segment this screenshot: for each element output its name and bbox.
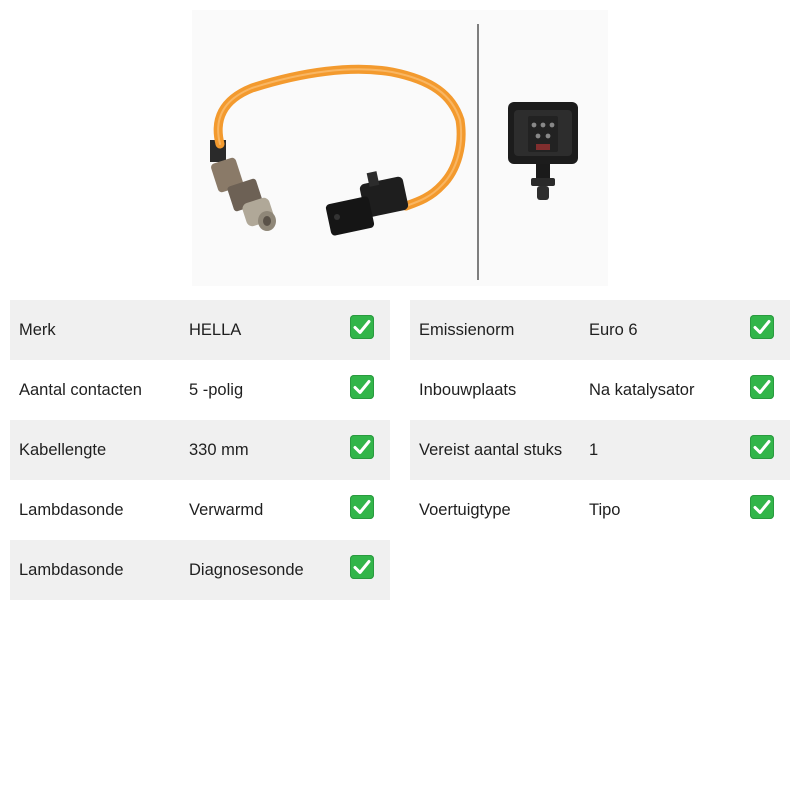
spec-row: Kabellengte 330 mm bbox=[10, 420, 390, 480]
spec-row: Aantal contacten 5 -polig bbox=[10, 360, 390, 420]
spec-label: Inbouwplaats bbox=[419, 381, 517, 399]
spec-label: Lambdasonde bbox=[19, 561, 124, 579]
check-mark-icon bbox=[350, 315, 374, 339]
spec-label: Aantal contacten bbox=[19, 381, 142, 399]
check-mark-icon bbox=[350, 555, 374, 579]
spec-value: 5 -polig bbox=[189, 381, 244, 399]
spec-value: Euro 6 bbox=[589, 321, 638, 339]
spec-row: Emissienorm Euro 6 bbox=[410, 300, 790, 360]
check-mark-icon bbox=[350, 375, 374, 399]
sensor-probe bbox=[210, 140, 276, 231]
spec-value: 1 bbox=[589, 441, 599, 459]
spec-label: Vereist aantal stuks bbox=[419, 441, 563, 459]
spec-value: HELLA bbox=[189, 321, 242, 339]
spec-row: Vereist aantal stuks 1 bbox=[410, 420, 790, 480]
check-mark-icon bbox=[350, 495, 374, 519]
spec-value: Na katalysator bbox=[589, 381, 695, 399]
spec-row: Lambdasonde Verwarmd bbox=[10, 480, 390, 540]
check-mark-icon bbox=[350, 435, 374, 459]
product-image bbox=[192, 10, 608, 286]
spec-label: Merk bbox=[19, 321, 56, 339]
cable-connector bbox=[325, 171, 409, 236]
spec-row: Lambdasonde Diagnosesonde bbox=[10, 540, 390, 600]
spec-value: Tipo bbox=[589, 501, 621, 519]
spec-table-left: Merk HELLA Aantal contacten 5 -polig Kab… bbox=[10, 300, 390, 600]
spec-row: Inbouwplaats Na katalysator bbox=[410, 360, 790, 420]
check-mark-icon bbox=[750, 375, 774, 399]
check-mark-icon bbox=[750, 495, 774, 519]
spec-value: Verwarmd bbox=[189, 501, 264, 519]
connector-front-view bbox=[508, 102, 578, 200]
spec-label: Emissienorm bbox=[419, 321, 515, 339]
spec-table-right: Emissienorm Euro 6 Inbouwplaats Na katal… bbox=[410, 300, 790, 540]
spec-value: 330 mm bbox=[189, 441, 249, 459]
check-mark-icon bbox=[750, 315, 774, 339]
spec-label: Voertuigtype bbox=[419, 501, 511, 519]
spec-label: Lambdasonde bbox=[19, 501, 124, 519]
spec-label: Kabellengte bbox=[19, 441, 107, 459]
spec-row: Merk HELLA bbox=[10, 300, 390, 360]
check-mark-icon bbox=[750, 435, 774, 459]
spec-row: Voertuigtype Tipo bbox=[410, 480, 790, 540]
spec-value: Diagnosesonde bbox=[189, 561, 304, 579]
